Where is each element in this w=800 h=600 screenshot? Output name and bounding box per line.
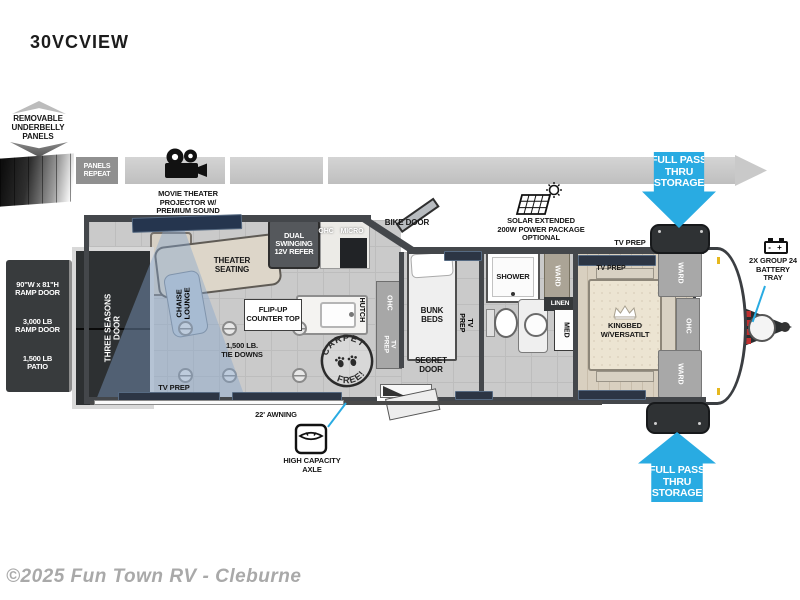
bedroom-tv-window (578, 255, 656, 266)
sink-faucet (349, 312, 354, 317)
pass-thru-bottom-arrow: FULL PASS THRU STORAGE (638, 432, 716, 502)
panels-repeat-box: PANELS REPEAT (76, 157, 118, 184)
pass-thru-door-top (650, 224, 710, 254)
page-title: 30VCVIEW (30, 32, 130, 52)
ohc-kitchen-label: OHC (318, 228, 334, 235)
toilet-bowl (494, 308, 518, 338)
tv-prep-exterior-label: TV PREP (614, 238, 646, 247)
tie-downs-label: 1,500 LB. TIE DOWNS (221, 341, 263, 359)
linen-label: LINEN (550, 300, 570, 308)
tv-prep-bedroom-label: TV PREP (596, 265, 626, 272)
bike-door-flap (395, 197, 440, 233)
clearance-light (717, 257, 720, 264)
tie-down-ring (292, 368, 307, 383)
watermark: ©2025 Fun Town RV - Cleburne (6, 566, 302, 587)
panels-repeat-label: PANELS REPEAT (83, 162, 111, 178)
shower-drain (511, 292, 515, 296)
bedroom-window (578, 390, 646, 400)
bunk-window (444, 251, 482, 261)
vanity-sink (524, 313, 548, 337)
refrigerator: DUAL SWINGING 12V REFER (268, 219, 320, 269)
tie-down-ring (222, 321, 237, 336)
paw-prints-icon (335, 355, 357, 368)
pass-thru-top-label: FULL PASS THRU STORAGE (651, 154, 707, 190)
tie-down-ring (178, 368, 193, 383)
refrigerator-label: DUAL SWINGING 12V REFER (274, 230, 314, 257)
hutch-tv-prep-label: TV PREP (382, 335, 397, 353)
ramp-weight-label: 3,000 LB RAMP DOOR (15, 316, 60, 334)
wall-bottom-front (430, 397, 706, 404)
bike-door-label: BIKE DOOR (384, 218, 430, 227)
pass-thru-bottom-label: FULL PASS THRU STORAGE (649, 464, 705, 500)
front-cap (693, 247, 747, 405)
wall-top-front (408, 247, 704, 254)
bedroom-ward-top-label: WARD (676, 262, 684, 284)
carpet-free-stamp: CARPET FREE! (316, 328, 374, 389)
tv-prep-living-label: TV PREP (158, 383, 190, 392)
chaise-lounge-label: CHAISE LOUNGE (174, 286, 192, 320)
hutch-ohc-label: OHC (385, 295, 393, 311)
wall-bath-bedroom (573, 252, 578, 398)
panels-banner-segment (230, 157, 323, 184)
axle-label: HIGH CAPACITY AXLE (283, 456, 341, 474)
underbelly-up-arrow-icon (12, 101, 66, 114)
battery-tray-label: 2X GROUP 24 BATTERY TRAY (749, 256, 797, 283)
wall-living-bunk (399, 252, 404, 368)
crown-icon (613, 305, 637, 320)
clearance-light (717, 388, 720, 395)
bedroom-ohc-label: OHC (684, 318, 692, 334)
underbelly-panels-image (0, 153, 74, 207)
bunk-beds-label: BUNK BEDS (420, 306, 444, 325)
projector-icon (165, 148, 207, 178)
solar-label: SOLAR EXTENDED 200W POWER PACKAGE OPTION… (497, 216, 585, 243)
shower-label: SHOWER (496, 271, 530, 281)
med-label: MED (562, 322, 570, 338)
pass-thru-door-bottom (646, 402, 710, 434)
king-bed-label: KINGBED W/VERSATILT (600, 321, 650, 339)
flip-counter-label: FLIP-UP COUNTER TOP (246, 305, 300, 323)
underbelly-label: REMOVABLE UNDERBELLY PANELS (11, 114, 65, 142)
microwave (340, 238, 367, 268)
wall-rear (84, 215, 89, 404)
three-seasons-label: THREE SEASONS DOOR (103, 293, 121, 363)
projector-label: MOVIE THEATER PROJECTOR W/ PREMIUM SOUND (156, 189, 220, 216)
tie-down-ring (178, 321, 193, 336)
flip-counter-label-box: FLIP-UP COUNTER TOP (244, 299, 302, 331)
patio-label: 1,500 LB PATIO (22, 353, 53, 372)
bed-bench (596, 371, 654, 382)
bath-ward-label: WARD (553, 265, 561, 287)
linen-cabinet: LINEN (544, 297, 576, 311)
bed-bench (596, 268, 654, 279)
battery-icon: - + (764, 241, 788, 254)
bedroom-ward-bottom-label: WARD (676, 363, 684, 385)
tie-down-ring (222, 368, 237, 383)
bunk-tv-prep-label: TV PREP (458, 313, 473, 333)
ramp-size-label: 90"W x 81"H RAMP DOOR (15, 279, 60, 297)
awning-label: 22' AWNING (255, 410, 297, 419)
micro-label: MICRO (340, 228, 364, 235)
axle-scale-icon (294, 423, 328, 455)
window (455, 391, 493, 400)
banner-arrowhead (735, 155, 767, 186)
battery-tray-cells (746, 311, 751, 317)
hutch-label: HUTCH (357, 297, 365, 323)
solar-panel-icon (515, 182, 562, 215)
axle-pointer-line (327, 402, 347, 428)
secret-door-label: SECRET DOOR (415, 356, 447, 375)
entry-step-tread (383, 386, 405, 396)
tongue-jack-wheel (780, 322, 790, 332)
ramp-door-panel: 90"W x 81"H RAMP DOOR 3,000 LB RAMP DOOR… (6, 260, 72, 392)
theater-seating-label: THEATER SEATING (213, 256, 251, 275)
wall-bunk-bath (479, 252, 484, 398)
